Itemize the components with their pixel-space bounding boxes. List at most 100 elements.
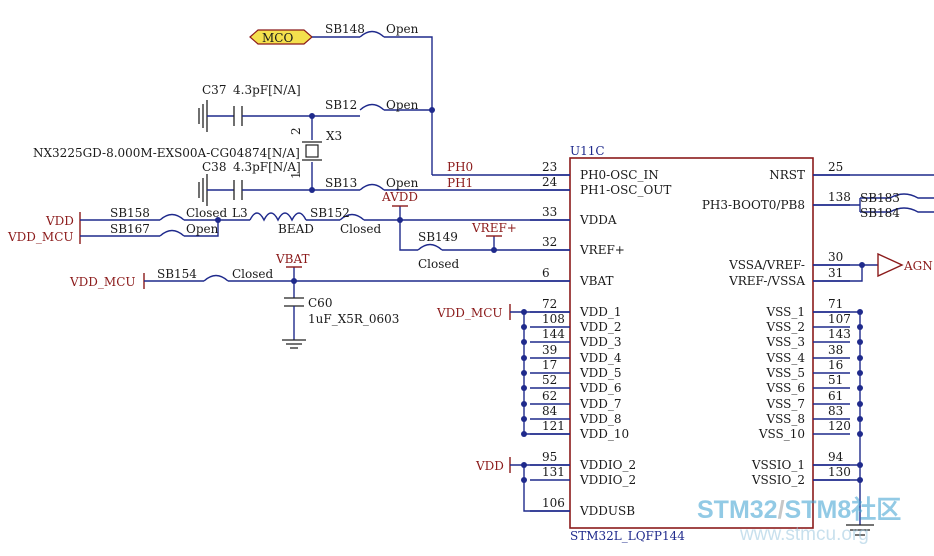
sb158-switch	[159, 213, 185, 221]
ic-right-pin-name: VSS_8	[765, 412, 805, 426]
net-vbat: VBAT	[275, 252, 310, 266]
ic-left-pin-number: 144	[542, 327, 565, 341]
junction-vddio-2	[521, 477, 527, 483]
ic-right-pin-name: VSS_10	[758, 427, 805, 441]
ic-left-pin-number: 6	[542, 266, 550, 280]
sb167-ref: SB167	[110, 222, 150, 236]
ic-left-pin-number: 52	[542, 373, 557, 387]
sb152-switch	[339, 213, 365, 221]
ic-left-pin-number: 131	[542, 465, 565, 479]
ic-left-pin-name: VDD_5	[579, 366, 622, 380]
vss-bus-junctions	[857, 309, 863, 483]
ic-left-pin-name: VDD_1	[579, 305, 622, 319]
ic-left-pin-name: PH1-OSC_OUT	[580, 183, 671, 197]
vdd-bus-junction	[521, 339, 527, 345]
ic-right-pin-number: 71	[828, 297, 843, 311]
junction-agnd	[859, 262, 865, 268]
ic-right-pin-name: PH3-BOOT0/PB8	[702, 198, 805, 212]
sb154-state: Closed	[232, 267, 274, 281]
ic-body	[569, 157, 814, 529]
ic-left-pin-number: 24	[542, 175, 558, 189]
vss-bus-junction	[857, 431, 863, 437]
vdd-bus-junction	[521, 370, 527, 376]
vss-bus-junction	[857, 309, 863, 315]
vdd-bus-junctions	[521, 309, 527, 437]
ic-right-pin-number: 107	[828, 312, 851, 326]
ic-right-pin-name: VSS_4	[765, 351, 805, 365]
sb13-ref: SB13	[325, 176, 357, 190]
ic-left-pin-name: PH0-OSC_IN	[580, 168, 659, 182]
x3-plates	[302, 141, 322, 161]
junction-l3	[215, 217, 221, 223]
x3-pin2: 2	[289, 127, 303, 135]
l3-bead-icon	[249, 212, 307, 222]
ic-right-pin-name: VSS_6	[765, 381, 805, 395]
ic-left-pin-number: 84	[542, 404, 558, 418]
gnd-c60-icon	[282, 339, 306, 349]
c60-ref: C60	[308, 296, 332, 310]
net-vdd-mcu: VDD_MCU	[7, 230, 74, 244]
ic-left-pin-number: 23	[542, 160, 557, 174]
ic-left-pin-name: VDDIO_2	[579, 473, 636, 487]
c37-value: 4.3pF[N/A]	[233, 83, 301, 97]
l3-value: BEAD	[278, 222, 314, 236]
ic-left-pin-name: VDD_7	[579, 397, 622, 411]
junction-vddio-1	[521, 462, 527, 468]
ic-left-pin-name: VDD_6	[579, 381, 622, 395]
ic-right-pin-number: 61	[828, 389, 843, 403]
vdd-bus-junction	[521, 355, 527, 361]
l3-ref: L3	[232, 206, 248, 220]
ic-right-pin-number: 25	[828, 160, 843, 174]
ic-right-pin-name: VSS_3	[765, 335, 805, 349]
ic-left-pin-number: 32	[542, 235, 557, 249]
sb13-switch	[359, 183, 385, 191]
sb149-ref: SB149	[418, 230, 458, 244]
ic-right-pin-number: 38	[828, 343, 843, 357]
vss-bus-junction	[857, 416, 863, 422]
vdd-bus-junction	[521, 385, 527, 391]
sb183-sb184-switches	[889, 193, 934, 213]
ic-left-pin-name: VDDUSB	[579, 504, 635, 518]
ic-left-pin-number: 17	[542, 358, 557, 372]
x3-pin1: 1	[289, 171, 303, 179]
c37-ref: C37	[202, 83, 226, 97]
sb12-ref: SB12	[325, 98, 357, 112]
sb183-ref: SB183	[860, 191, 900, 205]
c38-symbol	[233, 180, 243, 200]
ic-right-pin-name: VSS_2	[765, 320, 805, 334]
c38-value: 4.3pF[N/A]	[233, 160, 301, 174]
net-vdd: VDD	[45, 214, 74, 228]
ic-part: STM32L_LQFP144	[570, 529, 685, 543]
ic-right-pin-number: 130	[828, 465, 851, 479]
net-vref-plus: VREF+	[471, 221, 517, 235]
sb149-switch	[417, 243, 443, 251]
sb148-switch	[359, 30, 385, 38]
c60-value: 1uF_X5R_0603	[308, 312, 399, 326]
net-vdd-mcu-vbat: VDD_MCU	[69, 275, 136, 289]
vdd-bus-junction	[521, 324, 527, 330]
wire-mco-ph0	[384, 36, 433, 175]
sb152-ref: SB152	[310, 206, 350, 220]
vdd-bus-junction	[521, 431, 527, 437]
junction-x3-top	[309, 113, 315, 119]
ic-right-pin-name: VSSIO_2	[751, 473, 805, 487]
sb167-state: Open	[186, 222, 219, 236]
vss-bus-junction	[857, 477, 863, 483]
net-vdd-mcu-bus: VDD_MCU	[436, 306, 503, 320]
vdd-bus-junction	[521, 309, 527, 315]
net-agnd: AGN	[903, 259, 933, 273]
wire-vdd-inputs	[80, 219, 160, 237]
sb149-state: Closed	[418, 257, 460, 271]
c60-symbol	[284, 297, 304, 307]
ic-left-pin-name: VDD_3	[579, 335, 622, 349]
ic-left-pin-name: VDD_8	[579, 412, 622, 426]
sb184-ref: SB184	[860, 206, 900, 220]
svg-text:STM32/STM8社区: STM32/STM8社区	[697, 495, 901, 524]
watermark: STM32/STM8社区 www.stmcu.org	[697, 495, 901, 545]
net-ph1: PH1	[447, 176, 473, 190]
sb13-state: Open	[386, 176, 419, 190]
vss-bus-junction	[857, 324, 863, 330]
ic-left-pin-number: 106	[542, 496, 565, 510]
vss-bus-junction	[857, 339, 863, 345]
ic-left-pin-number: 62	[542, 389, 557, 403]
